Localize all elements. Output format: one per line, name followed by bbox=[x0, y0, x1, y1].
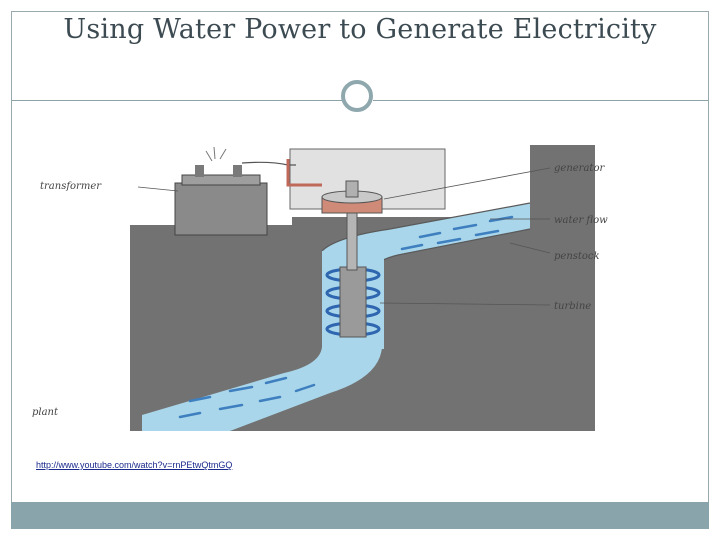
flow-dashes-lower bbox=[178, 376, 316, 419]
generator-feed bbox=[286, 159, 322, 187]
label-water-flow: water flow bbox=[554, 215, 608, 226]
title-rule-left bbox=[12, 100, 342, 101]
hydro-plant-diagram: transformer generator water flow penstoc… bbox=[32, 145, 608, 431]
label-transformer: transformer bbox=[40, 181, 102, 192]
leader-lines bbox=[137, 167, 551, 306]
label-turbine: turbine bbox=[554, 301, 591, 312]
transformer bbox=[174, 165, 268, 236]
label-penstock: penstock bbox=[554, 251, 600, 262]
title-rule-right bbox=[373, 100, 708, 101]
label-generator: generator bbox=[554, 163, 605, 174]
youtube-link[interactable]: http://www.youtube.com/watch?v=rnPEtwQtm… bbox=[36, 460, 233, 470]
turbine-core bbox=[339, 266, 367, 338]
footer-bar bbox=[11, 502, 709, 529]
label-plant: plant bbox=[32, 407, 59, 418]
outflow-channel bbox=[142, 335, 382, 431]
title-ring-ornament bbox=[341, 80, 373, 112]
slide-title: Using Water Power to Generate Electricit… bbox=[63, 14, 657, 45]
